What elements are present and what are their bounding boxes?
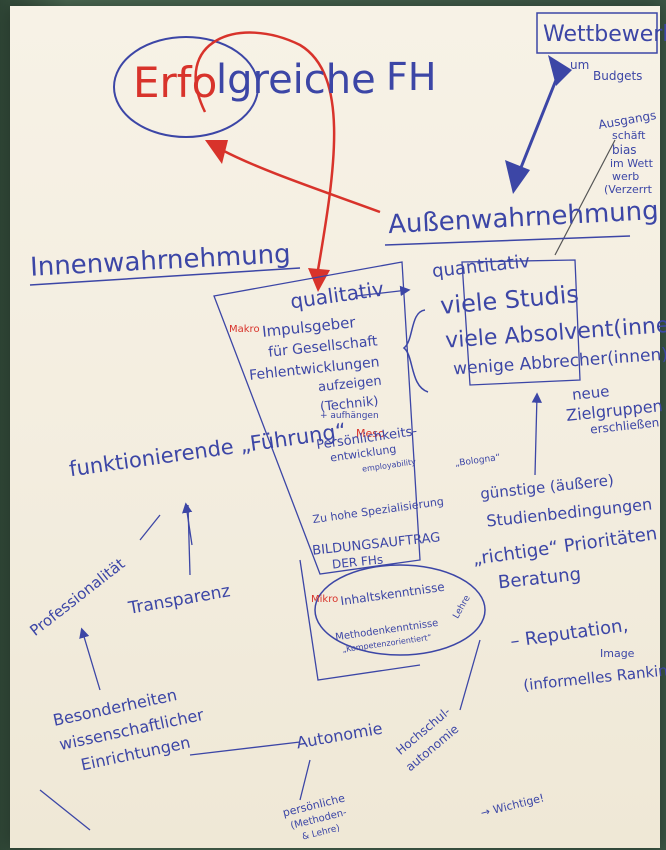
quantitativ-box	[461, 259, 581, 386]
line-left-down	[39, 789, 91, 831]
line-autonomie	[189, 741, 301, 756]
meso-label: Meso	[356, 427, 385, 440]
blue-arrowhead-up	[548, 55, 572, 86]
red-arrow-aussen-to-title	[221, 148, 381, 214]
ausgangslage-line	[554, 139, 616, 256]
qual-quant-arrow	[355, 285, 411, 297]
aufhaengen: + aufhängen	[320, 411, 379, 421]
qualitativ-box	[213, 261, 421, 575]
mikro-bracket	[299, 559, 421, 681]
mikro-label: Mikro	[311, 594, 339, 605]
mikro-ellipse	[314, 564, 486, 656]
red-arrowhead-qualitativ	[308, 268, 330, 292]
makro-label: Makro	[229, 324, 260, 335]
neue: neue	[571, 382, 611, 404]
ausgangslage-5: werb	[612, 170, 640, 183]
red-loop-arrow	[194, 31, 336, 271]
title-lgreiche: lgreiche	[216, 57, 376, 103]
ausgangslage-3: bias	[612, 143, 637, 157]
blue-double-arrow	[518, 69, 562, 171]
title-erfo: Erfo	[133, 58, 218, 107]
blue-arrowhead-down	[505, 160, 530, 194]
wettbewerb-box	[536, 12, 658, 54]
wettbewerb-label: Wettbewerb	[543, 22, 666, 47]
image: Image	[600, 647, 635, 660]
wettbewerb-budgets: Budgets	[593, 69, 643, 83]
arrow-to-fuehrung-2	[139, 514, 161, 541]
arrow-to-transparenz	[187, 504, 191, 576]
quantitativ-brace	[402, 309, 429, 393]
wettbewerb-um: um	[570, 58, 590, 72]
ausgangslage-6: (Verzerrt	[604, 183, 652, 196]
arrow-to-professionalitaet	[79, 627, 101, 691]
arrow-to-neue-zielgruppen	[531, 392, 543, 476]
ausgangslage-2: schäft	[612, 129, 646, 142]
title-fh: FH	[386, 55, 437, 99]
line-autonomie-down	[299, 759, 311, 801]
ausgangslage-4: im Wett	[610, 157, 653, 170]
title-ellipse	[113, 36, 259, 138]
red-arrowhead-title	[205, 140, 228, 164]
innen-underline	[29, 267, 301, 286]
aussen-underline	[384, 235, 631, 246]
line-reputation	[459, 639, 481, 711]
